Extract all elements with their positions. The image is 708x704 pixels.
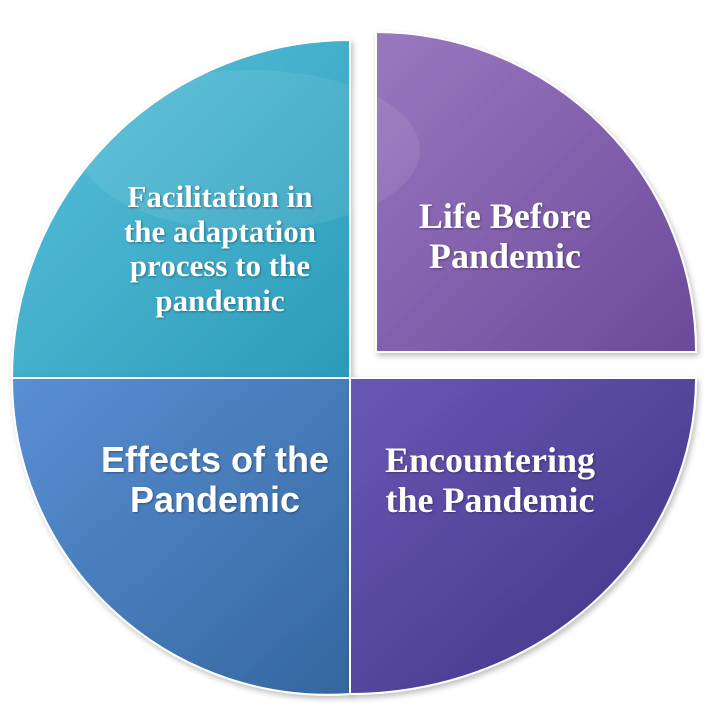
label-line: the adaptation — [123, 213, 317, 249]
label-line: Pandemic — [129, 479, 301, 521]
label-line: Encountering — [384, 440, 596, 480]
quadrant-label-bottom-left: Effects of the Pandemic — [90, 439, 340, 521]
quadrant-label-top-right: Life Before Pandemic — [385, 196, 625, 277]
quadrant-top-right — [375, 30, 698, 353]
label-line: Life Before — [418, 196, 592, 236]
quadrant-label-bottom-right: Encountering the Pandemic — [355, 440, 625, 521]
label-line: pandemic — [155, 283, 285, 319]
quadrant-top-left — [10, 38, 351, 379]
quadrant-label-top-left: Facilitation in the adaptation process t… — [95, 179, 345, 319]
quadrant-bottom-left — [10, 377, 351, 696]
label-line: Facilitation in — [127, 179, 313, 214]
label-line: process to the — [129, 248, 311, 284]
highlight-sheen — [80, 70, 420, 230]
label-line: Effects of the — [100, 439, 330, 480]
label-line: the Pandemic — [385, 480, 595, 521]
label-line: Pandemic — [429, 236, 581, 277]
quadrant-bottom-right — [349, 377, 698, 696]
